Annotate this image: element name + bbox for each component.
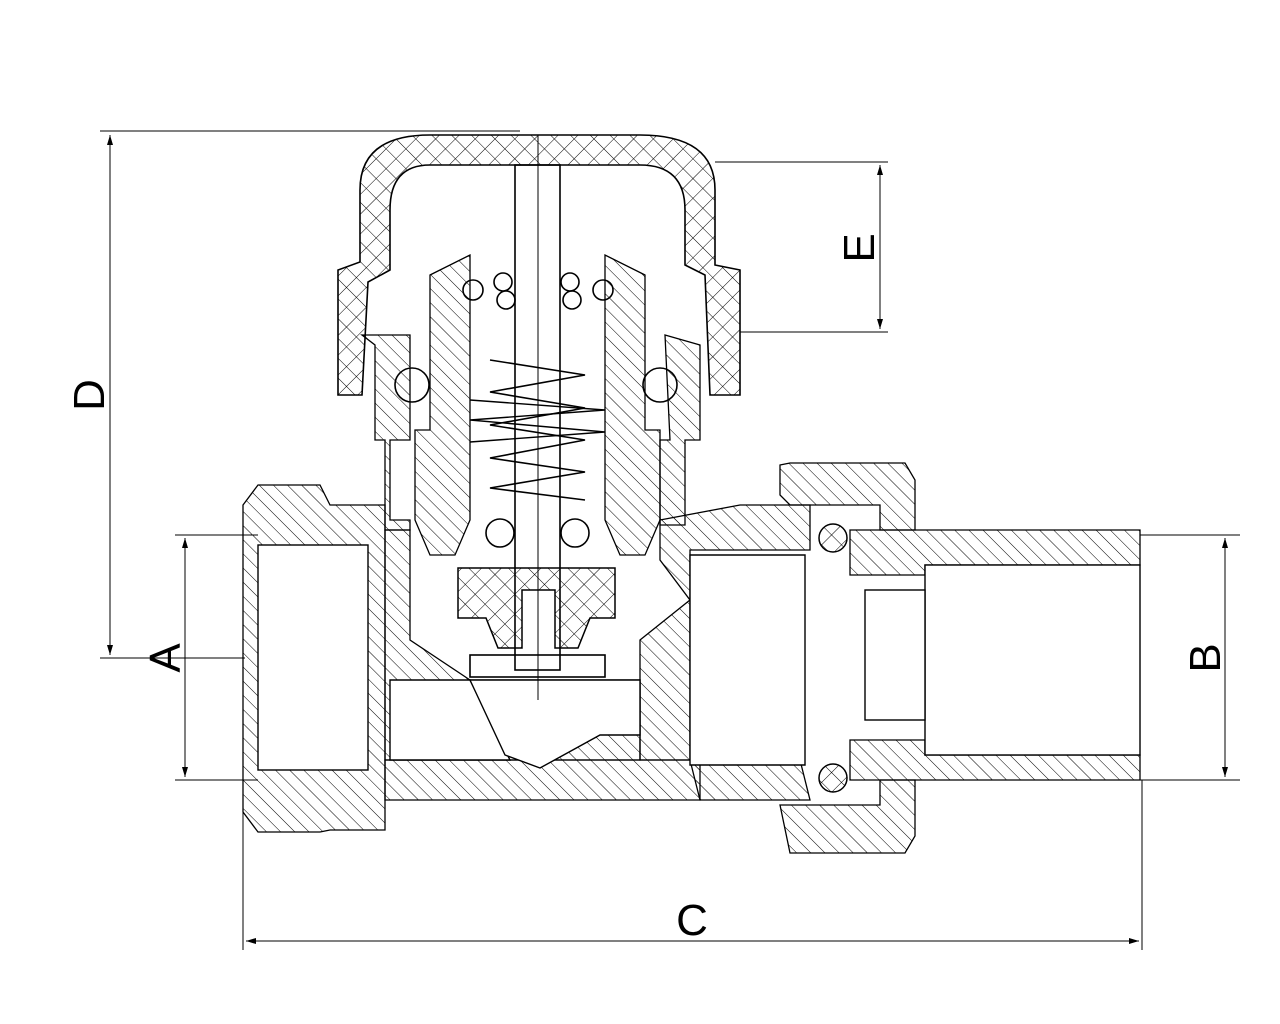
handwheel-cap (337, 134, 741, 396)
dimension-lines (100, 130, 1240, 950)
dimension-label-d: D (65, 379, 114, 411)
valve-disc (457, 567, 616, 678)
spring (469, 359, 606, 501)
dimension-label-e: E (835, 233, 884, 262)
dimension-label-a: A (141, 643, 190, 673)
dimension-label-b: B (1181, 643, 1230, 672)
o-rings (394, 272, 848, 793)
dimension-label-c: C (676, 896, 708, 945)
valve-stem (514, 135, 561, 700)
flow-passages (257, 544, 1141, 771)
